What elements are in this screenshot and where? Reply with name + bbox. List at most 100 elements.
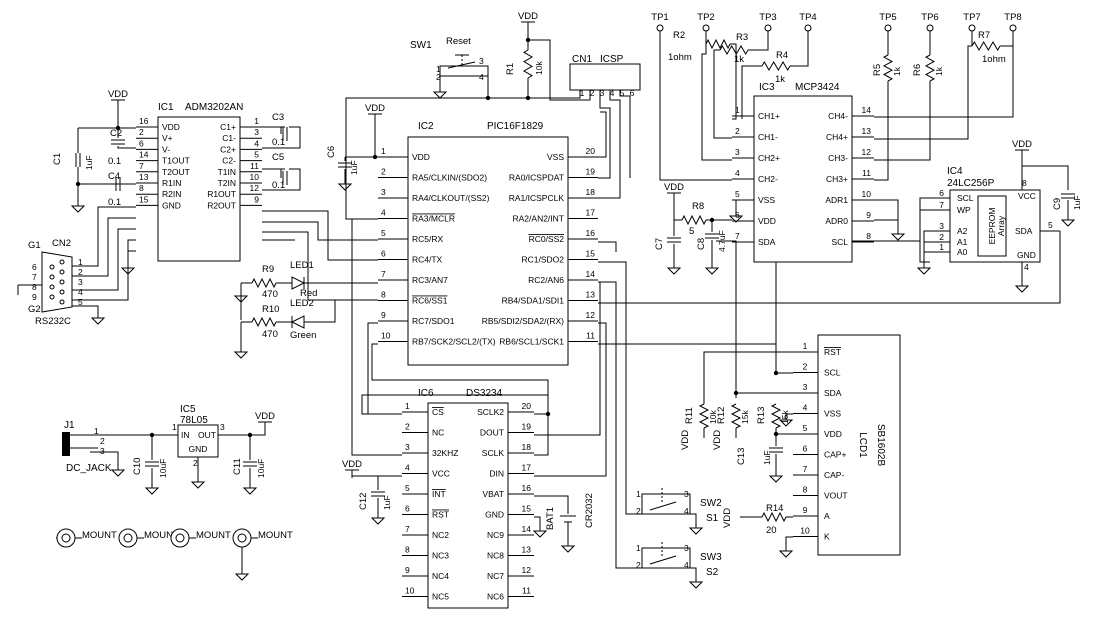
resistor xyxy=(924,54,936,82)
chip-ref: IC2 xyxy=(418,121,434,132)
c3-val: 0.1 xyxy=(272,137,285,148)
pin-number: 9 xyxy=(32,292,37,302)
r1-val: 10k xyxy=(534,61,544,75)
test-point-tp4: TP4 xyxy=(799,12,817,32)
pin-name: GND xyxy=(162,200,181,210)
c5-ref: C5 xyxy=(272,152,284,163)
capacitor xyxy=(111,139,125,145)
mount-label: MOUNT xyxy=(82,530,117,541)
pin-name: GND xyxy=(485,510,504,520)
pin-number: 5 xyxy=(1048,220,1053,230)
pin-name: RB6/SCL1/SCK1 xyxy=(499,337,564,347)
pin-number: 9 xyxy=(381,310,386,320)
pin-name: A1 xyxy=(957,237,968,247)
wire xyxy=(371,343,549,395)
pin-name: K xyxy=(824,532,830,542)
pin-number: 19 xyxy=(586,167,596,177)
r6-val: 1k xyxy=(934,66,944,76)
j1-val: DC_JACK xyxy=(66,463,112,474)
r12-val: 15k xyxy=(740,410,750,424)
pin-name: RC2/AN6 xyxy=(528,275,564,285)
pin-number: 9 xyxy=(254,194,259,204)
vdd-symbol: VDD xyxy=(664,182,684,201)
pin-number: 6 xyxy=(735,210,740,220)
pin-number: 2 xyxy=(78,267,83,277)
capacitor xyxy=(75,153,81,167)
pin-name: VCC xyxy=(1018,191,1036,201)
pin-number: 2 xyxy=(193,458,198,468)
pin-name: CH4+ xyxy=(826,132,848,142)
pin-name: SCLK xyxy=(482,448,505,458)
chip-body xyxy=(157,116,241,262)
pin-number: 12 xyxy=(522,565,532,575)
test-point-label: TP8 xyxy=(1004,12,1021,23)
r13-val: 15k xyxy=(780,410,790,424)
ground-symbol xyxy=(233,346,249,359)
junction-dot xyxy=(709,217,715,223)
c6-val: 1uF xyxy=(349,160,359,175)
pin-number: 19 xyxy=(522,422,532,432)
pin-name: NC6 xyxy=(487,592,504,602)
vdd-symbol: VDD xyxy=(365,103,385,122)
pin-number: 10 xyxy=(800,526,810,536)
c4-ref: C4 xyxy=(108,171,120,182)
pin-number: 8 xyxy=(32,282,37,292)
test-point-tp1: TP1 xyxy=(651,12,669,32)
pin-name: C1+ xyxy=(220,122,236,132)
wire xyxy=(304,299,378,323)
pin-number: 10 xyxy=(381,331,391,341)
pin-name: CH1- xyxy=(758,132,778,142)
pin-number: 1 xyxy=(94,426,99,436)
wire xyxy=(72,206,136,267)
pin-number: 2 xyxy=(636,506,641,516)
test-point-tp6: TP6 xyxy=(921,12,939,32)
c12-val: 1uF xyxy=(382,495,392,510)
capacitor xyxy=(371,491,385,497)
r3-ref: R3 xyxy=(736,32,748,43)
pin-number: 6 xyxy=(803,444,808,454)
ground-symbol xyxy=(144,482,160,495)
resistor xyxy=(719,45,749,55)
pin-name: RA0/ICSPDAT xyxy=(509,173,564,183)
pin-number: 6 xyxy=(405,504,410,514)
junction-dot xyxy=(525,37,531,43)
pin-number: 14 xyxy=(586,269,596,279)
wire xyxy=(598,111,607,158)
pin-number: 9 xyxy=(405,565,410,575)
wire xyxy=(919,241,930,263)
pin-name: CAP+ xyxy=(824,450,846,460)
pin-name: VSS xyxy=(824,409,841,419)
pin-number: 3 xyxy=(100,446,105,456)
pin-number: 3 xyxy=(939,221,944,231)
wire xyxy=(534,282,601,436)
vdd-label: VDD xyxy=(712,430,723,450)
r10-ref: R10 xyxy=(262,304,279,315)
resistor xyxy=(761,511,787,523)
wire xyxy=(117,108,136,129)
vdd-label: VDD xyxy=(342,459,362,470)
pin-name: SCLK2 xyxy=(477,407,504,417)
mount-hole-3: MOUNT xyxy=(170,528,231,548)
chip-part: 24LC256P xyxy=(947,178,995,189)
r8-ref: R8 xyxy=(692,201,704,212)
pin-number: 11 xyxy=(250,161,259,171)
pin-name: RB5/SDI2/SDA2/(RX) xyxy=(482,316,564,326)
r9-ref: R9 xyxy=(262,264,274,275)
ground-symbol xyxy=(1060,214,1076,227)
cn2-ref: CN2 xyxy=(52,238,71,249)
wire xyxy=(361,394,549,415)
pin-name: C2+ xyxy=(220,144,236,154)
pin-name: SDA xyxy=(1015,226,1033,236)
junction-dot xyxy=(485,95,491,101)
wire xyxy=(218,430,266,436)
chip-part: 78L05 xyxy=(180,415,208,426)
r2-ref: R2 xyxy=(673,30,685,41)
pin-number: 10 xyxy=(250,172,260,182)
pin-name: A2 xyxy=(957,226,968,236)
c7-ref: C7 xyxy=(654,238,665,250)
ground-symbol xyxy=(768,470,784,483)
pin-name: R1IN xyxy=(162,178,181,188)
c13-val: 1uF xyxy=(762,450,772,465)
wire xyxy=(741,65,762,119)
